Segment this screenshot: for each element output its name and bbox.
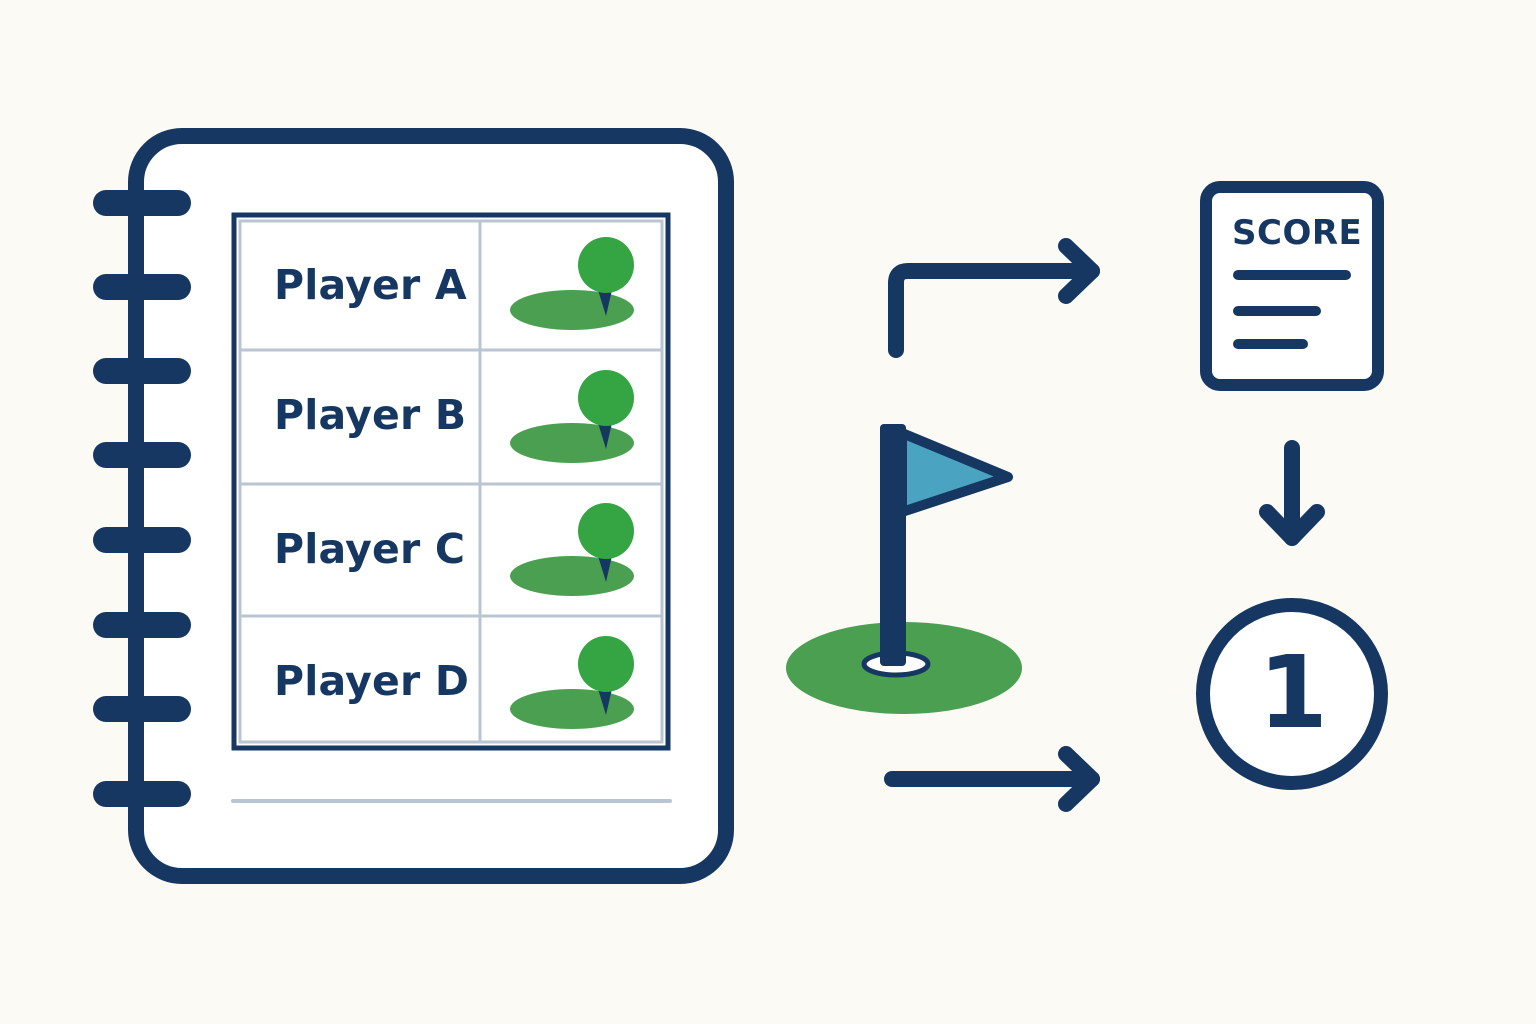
arrow-to-rank-down-icon: [1259, 440, 1325, 546]
player-name-label: Player C: [274, 525, 466, 573]
rank-badge-circle: [1196, 598, 1388, 790]
score-card-title: SCORE: [1232, 213, 1363, 253]
golf-ball-tee-icon: [510, 237, 634, 330]
binder-rings: [93, 190, 191, 807]
score-card-icon: [1200, 181, 1384, 391]
golf-ball-tee-icon: [510, 636, 634, 729]
golf-ball-tee-icon: [510, 370, 634, 463]
arrow-to-score-icon: [888, 238, 1100, 358]
player-table: [231, 212, 671, 751]
arrow-to-rank-icon: [884, 746, 1100, 812]
rank-badge-value: 1: [1258, 634, 1328, 751]
player-name-label: Player B: [274, 391, 467, 439]
player-name-label: Player A: [274, 261, 467, 309]
golf-flag-icon: [786, 424, 1022, 714]
player-name-label: Player D: [274, 657, 470, 705]
golf-ball-tee-icon: [510, 503, 634, 596]
table-inner-frame: [238, 219, 664, 744]
